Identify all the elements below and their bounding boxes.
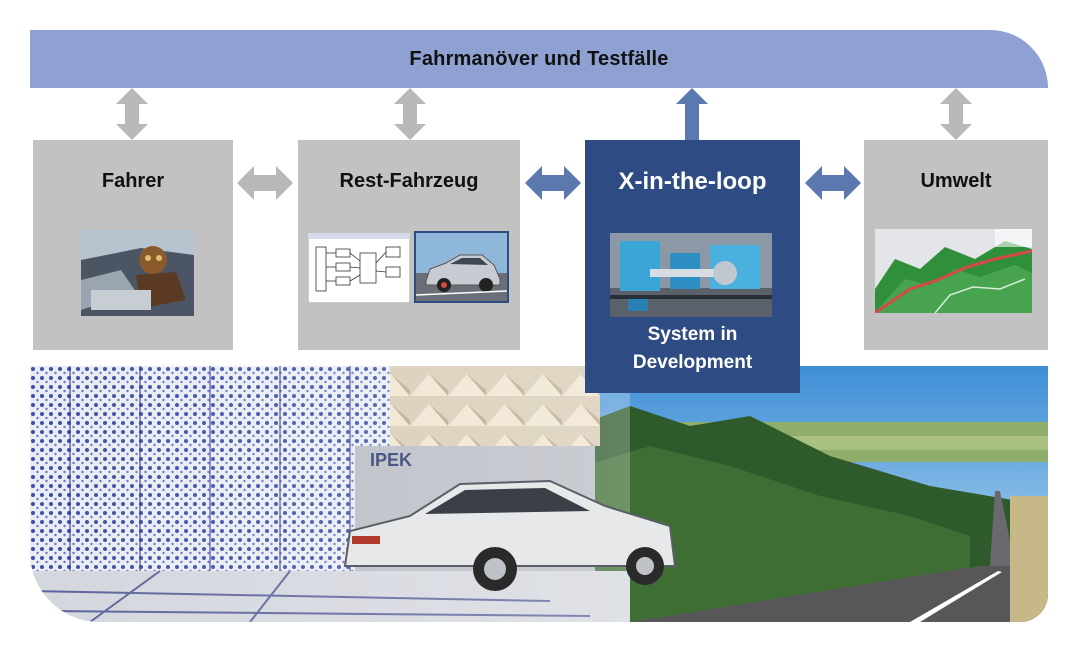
simulink-diagram-icon [308,233,410,303]
test-bench-photo-icon [610,233,772,317]
box-umwelt: Umwelt [864,140,1048,350]
arrow-xil-umwelt [805,166,861,200]
arrow-banner-fahrer [116,88,148,140]
umwelt-title: Umwelt [920,170,992,192]
car-illustration [343,479,677,591]
fahrer-title: Fahrer [101,170,165,192]
arrow-banner-umwelt [940,88,972,140]
test-cases-banner: Fahrmanöver und Testfälle [30,30,1048,88]
terrain-map-icon [875,229,1032,313]
arrow-banner-rest-fahrzeug [394,88,426,140]
box-rest-fahrzeug: Rest-Fahrzeug [298,140,520,350]
xil-subtitle: System in Development [585,321,800,377]
arrow-rest-fahrzeug-xil [525,166,581,200]
xil-subtitle-line1: System in [647,324,738,345]
banner-title: Fahrmanöver und Testfälle [409,47,669,70]
driver-photo-icon [81,230,194,316]
car-simulation-icon [414,231,509,303]
xil-subtitle-line2: Development [632,352,753,373]
xil-title: X-in-the-loop [618,168,767,195]
rest-fahrzeug-title: Rest-Fahrzeug [339,170,479,192]
box-fahrer: Fahrer [33,140,233,350]
arrow-banner-xil [676,88,708,140]
arrow-fahrer-rest-fahrzeug [237,166,293,200]
background-scene: IPEK [30,366,1048,622]
box-x-in-the-loop: X-in-the-loop System in Development [585,140,800,393]
